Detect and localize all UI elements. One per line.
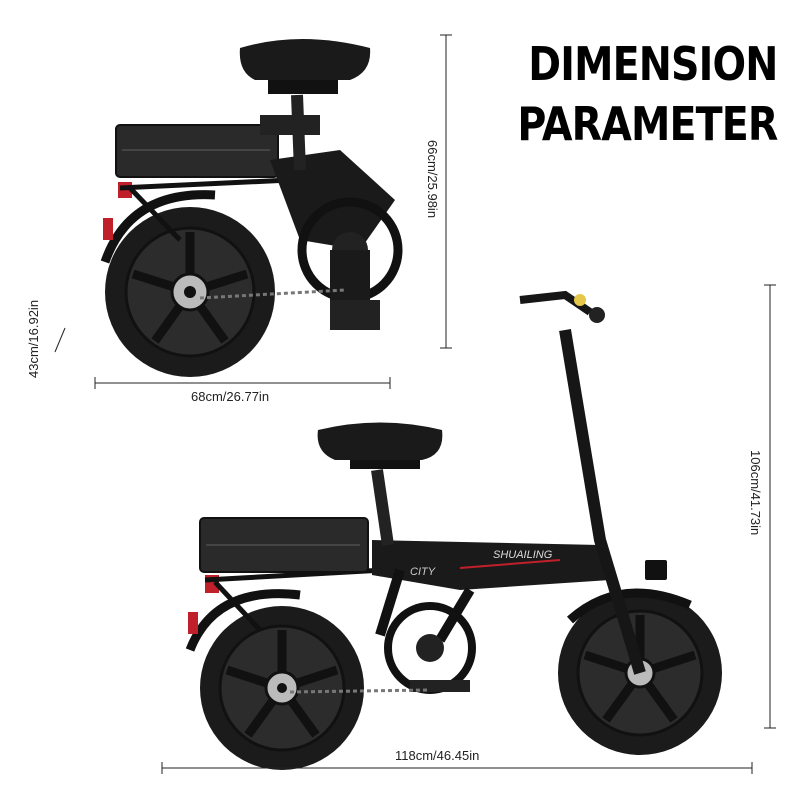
folded-bike	[100, 39, 403, 377]
unfolded-bike: SHUAILING CITY	[185, 290, 722, 770]
seat	[317, 422, 443, 460]
frame-brand-text: SHUAILING	[493, 549, 553, 561]
folded-length-label: 68cm/26.77in	[191, 389, 270, 404]
folded-dimension-lines	[54, 34, 452, 389]
title-line-2: PARAMETER	[517, 97, 779, 151]
folded-width-line	[54, 327, 66, 353]
folded-frame	[270, 150, 395, 250]
unfolded-dimension-lines	[161, 284, 776, 774]
steering-stem	[559, 329, 646, 675]
folded-height-label: 66cm/25.98in	[425, 140, 440, 219]
handlebar	[519, 290, 593, 316]
folded-fender	[100, 190, 216, 264]
frame-city-badge: CITY	[410, 566, 436, 578]
folded-seat	[239, 39, 371, 80]
head-light	[645, 560, 667, 580]
title-line-1: DIMENSION	[528, 37, 779, 91]
unfolded-length-label: 118cm/46.45in	[395, 748, 480, 763]
page-title: DIMENSION PARAMETER	[517, 34, 779, 154]
folded-width-label: 43cm/16.92in	[26, 299, 41, 378]
unfolded-height-label: 106cm/41.73in	[748, 450, 763, 536]
